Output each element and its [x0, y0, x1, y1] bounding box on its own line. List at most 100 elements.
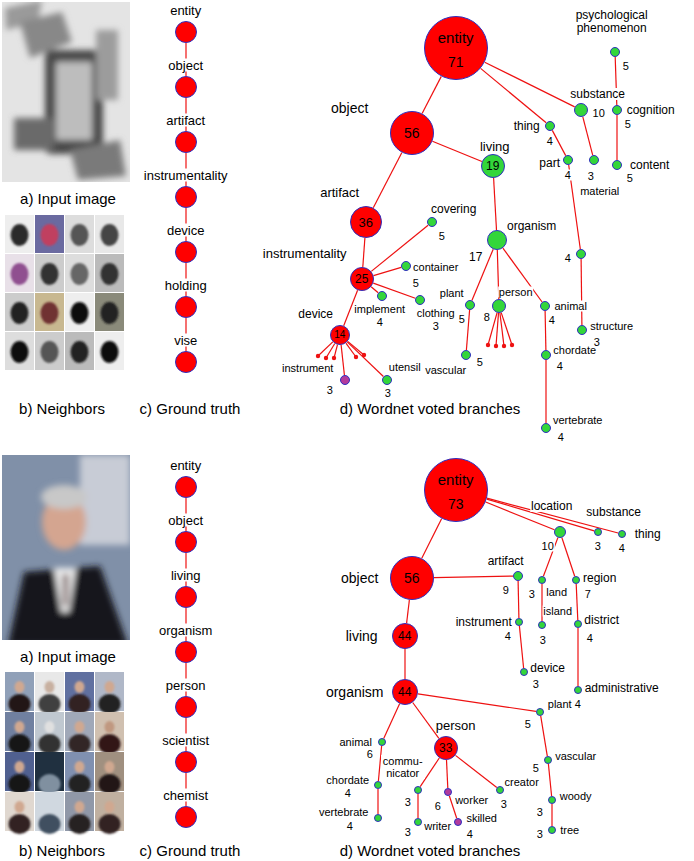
- panel-caption: c) Ground truth: [140, 843, 241, 858]
- person-photo-part-part-part: [8, 566, 128, 640]
- concept-label: plant: [439, 287, 465, 298]
- branch-line: [434, 576, 513, 578]
- neighbor-thumbnails-part: [69, 774, 91, 794]
- vote-count: 5: [438, 230, 446, 241]
- concept-label: instrument: [281, 362, 334, 373]
- concept-label: organism: [325, 685, 385, 699]
- vise-photo-part: [2, 2, 130, 182]
- branch-line: [545, 360, 546, 423]
- neighbor-thumbnails-part: [75, 721, 85, 733]
- concept-label: vertebrate: [552, 414, 604, 425]
- concept-label: land: [545, 586, 568, 597]
- leaf-dot: [502, 344, 506, 348]
- concept-label: thing: [513, 120, 541, 132]
- leaf-dot: [486, 343, 490, 347]
- vote-count: 44: [398, 686, 411, 698]
- concept-label: implement: [353, 303, 406, 314]
- concept-circle: artifact: [175, 131, 197, 153]
- panel-caption: b) Neighbors: [19, 401, 105, 416]
- vote-count: 4: [376, 316, 384, 327]
- concept-circle: land3: [538, 576, 546, 584]
- vote-count: 44: [398, 630, 411, 642]
- neighbor-thumbnails-part: [11, 302, 29, 324]
- concept-label: skilled: [465, 812, 498, 823]
- leaf-dot: [332, 356, 336, 360]
- concept-label: animal: [339, 736, 373, 747]
- concept-circle: instrumentality25: [350, 267, 374, 291]
- neighbor-thumbnails-part: [35, 215, 64, 253]
- concept-label: creator: [504, 776, 540, 787]
- neighbor-thumbnails-part: [101, 341, 119, 363]
- concept-circle: commu- nicator3: [414, 786, 422, 794]
- vote-count: 4: [574, 698, 582, 709]
- branch-line: [485, 62, 575, 107]
- concept-label: living: [170, 568, 202, 581]
- branch-line: [363, 238, 365, 267]
- neighbor-thumbnails-part: [35, 254, 64, 292]
- concept-label: tree: [559, 824, 580, 835]
- vote-count: 6: [434, 800, 442, 811]
- concept-label: thing: [634, 528, 662, 540]
- concept-label: object: [340, 571, 379, 585]
- branch-line: [551, 804, 552, 826]
- concept-circle: woody3: [548, 796, 556, 804]
- neighbor-thumbnails-part: [95, 215, 124, 253]
- leaf-branch: [346, 343, 356, 357]
- person-photo-part-part-part: [80, 455, 130, 545]
- vote-count: 4: [466, 828, 474, 839]
- vote-count: 56: [404, 571, 420, 585]
- concept-label: instrumentality: [262, 246, 348, 259]
- concept-circle: creator3: [496, 786, 504, 794]
- concept-label: person: [498, 286, 534, 297]
- vise-photo: [2, 0, 130, 182]
- concept-label: organism: [506, 220, 557, 232]
- vote-count: 3: [432, 320, 440, 331]
- neighbor-thumbnails-part: [45, 721, 55, 733]
- neighbor-thumbnails-part: [105, 801, 115, 813]
- concept-circle: island3: [538, 621, 546, 629]
- concept-circle: administrative4: [574, 686, 582, 694]
- concept-label: substance: [569, 88, 626, 100]
- vote-count: 3: [326, 384, 334, 395]
- concept-label: living: [345, 629, 379, 643]
- neighbor-thumbnails-part: [71, 224, 89, 246]
- concept-circle: district4: [574, 620, 582, 628]
- neighbor-thumbnails-part: [45, 681, 55, 693]
- concept-label: vise: [173, 333, 198, 346]
- concept-circle: content5: [612, 160, 622, 170]
- leaf-dot: [494, 344, 498, 348]
- branch-line: [577, 628, 578, 686]
- branch-line: [487, 499, 595, 531]
- concept-label: device: [297, 308, 334, 320]
- concept-circle: material3: [589, 155, 599, 165]
- concept-circle: cognition5: [612, 105, 622, 115]
- leaf-dot: [510, 343, 514, 347]
- concept-label: location: [530, 500, 573, 512]
- branch-line: [377, 789, 378, 814]
- person-photo-part-part-part: [54, 568, 76, 612]
- concept-circle: living19: [481, 154, 505, 178]
- concept-label: plant: [547, 698, 573, 709]
- vote-count: 5: [476, 356, 484, 367]
- branch-line: [418, 694, 536, 712]
- concept-label: vertebrate: [318, 806, 370, 817]
- vote-count: 3: [594, 540, 602, 551]
- concept-label: island: [542, 605, 573, 616]
- neighbor-thumbnails-part: [71, 263, 89, 285]
- concept-circle: organism44: [392, 679, 418, 705]
- vote-count: 3: [539, 634, 547, 645]
- neighbor-thumbnails-part: [95, 332, 124, 370]
- neighbor-thumbnails-part: [99, 694, 121, 714]
- concept-label: object: [330, 101, 369, 115]
- concept-circle: device14: [330, 325, 350, 345]
- branch-line: [517, 581, 519, 618]
- branch-line: [422, 76, 441, 113]
- concept-label: object: [167, 513, 204, 526]
- vote-count: 3: [404, 796, 412, 807]
- vote-count: 3: [384, 387, 392, 398]
- leaf-dot: [324, 356, 328, 360]
- branch-line: [373, 153, 402, 208]
- concept-label: writer: [423, 820, 452, 831]
- neighbor-thumbnails-part: [95, 293, 124, 331]
- vise-photo-part-part-part: [56, 62, 92, 140]
